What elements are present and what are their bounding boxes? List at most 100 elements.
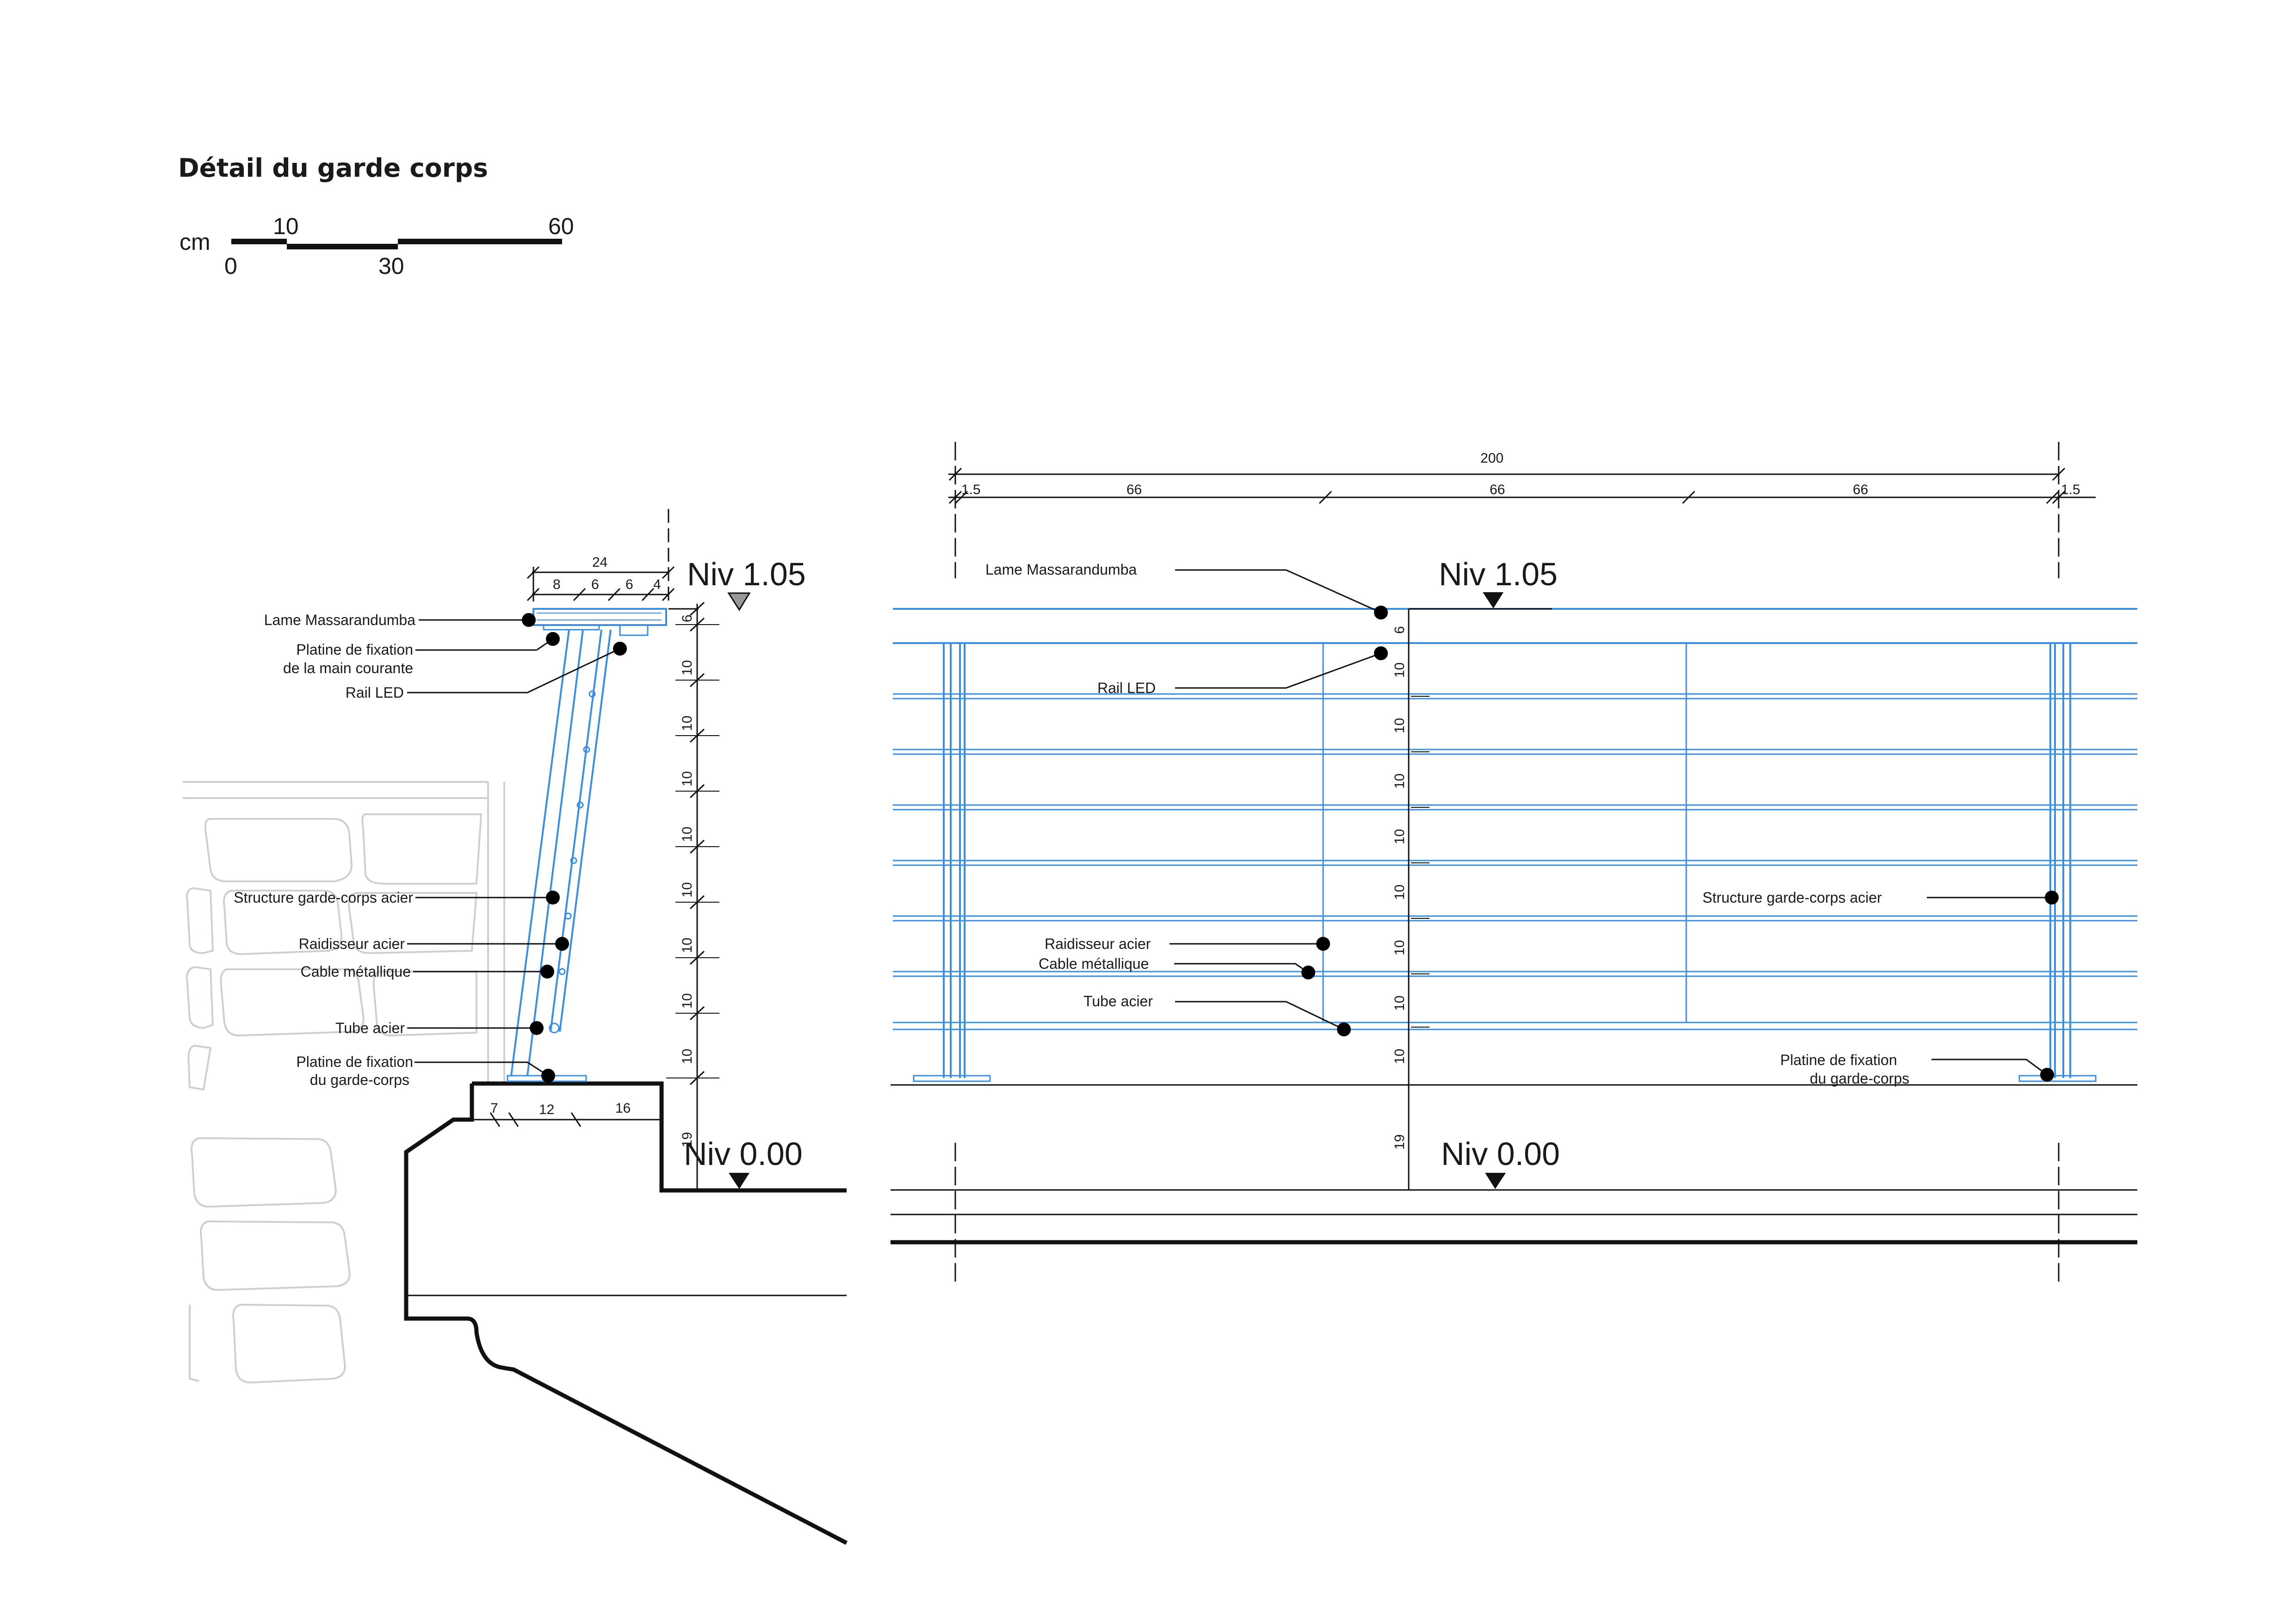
posts (943, 643, 2071, 1078)
label-lame: Lame Massarandumba (264, 612, 415, 628)
elev-label-platine-1: Platine de fixation (1780, 1052, 1897, 1068)
elev-dot-rail (1374, 646, 1388, 660)
section-callouts (407, 613, 627, 1083)
elev-label-rail: Rail LED (1097, 680, 1156, 696)
vdim-10-4: 10 (680, 827, 695, 842)
section-railing (507, 608, 667, 1082)
callout-dot-structure (546, 891, 560, 904)
dim-part-66-3: 66 (1853, 482, 1868, 497)
callout-dot-rail (613, 642, 627, 656)
elev-level-bottom-marker (1485, 1173, 1506, 1189)
level-bottom-label: Niv 0.00 (684, 1136, 803, 1172)
elev-dot-lame (1374, 606, 1388, 619)
vdim-10-2: 10 (680, 716, 695, 731)
led-rail (619, 624, 649, 636)
callout-dot-platine-main (546, 632, 560, 646)
callout-dot-platine-gc (541, 1069, 555, 1083)
elev-label-platine-2: du garde-corps (1810, 1070, 1909, 1087)
label-platine-main-2: de la main courante (283, 660, 413, 676)
section-dims-top: 24 8 6 6 4 (526, 509, 675, 606)
dim-total-200: 200 (1480, 451, 1504, 466)
elev-label-lame: Lame Massarandumba (985, 561, 1137, 578)
label-platine-gc-2: du garde-corps (310, 1072, 409, 1088)
elevation-view: 200 1.5 66 66 66 1.5 (891, 442, 2137, 1282)
evdim-10-1: 10 (1392, 663, 1407, 678)
vdim-19: 19 (680, 1132, 695, 1147)
evdim-6: 6 (1392, 626, 1407, 634)
callout-dot-raidisseur (555, 937, 569, 951)
dim-part-1-5-right: 1.5 (2061, 482, 2080, 497)
label-platine-main-1: Platine de fixation (296, 641, 413, 658)
dim-base-16: 16 (615, 1101, 631, 1116)
handrail-wood-section (532, 608, 667, 626)
scale-tick-30: 30 (378, 253, 404, 279)
elev-label-raidisseur: Raidisseur acier (1045, 935, 1151, 952)
elev-level-top-label: Niv 1.05 (1439, 556, 1558, 592)
raidisseurs (1322, 643, 1687, 1022)
stone-wall (183, 781, 505, 1384)
dim-top-6b: 6 (625, 577, 633, 592)
vdim-10-3: 10 (680, 771, 695, 787)
dim-top-8: 8 (553, 577, 561, 592)
elev-label-cable: Cable métallique (1039, 955, 1149, 972)
dim-top-4: 4 (653, 577, 661, 592)
cables (893, 693, 2137, 1030)
evdim-10-2: 10 (1392, 718, 1407, 733)
level-bottom-marker (729, 1173, 749, 1189)
evdim-10-8: 10 (1392, 1049, 1407, 1064)
elevation-callouts (1170, 569, 2059, 1082)
dim-part-66-2: 66 (1490, 482, 1505, 497)
evdim-10-7: 10 (1392, 996, 1407, 1011)
plate-left (913, 1075, 991, 1082)
scale-bar: cm 10 60 0 30 (179, 213, 574, 279)
elevation-slab (891, 1084, 2137, 1282)
elev-label-structure: Structure garde-corps acier (1702, 889, 1882, 906)
vdim-10-8: 10 (680, 1049, 695, 1064)
tube (549, 1022, 560, 1034)
dim-top-24: 24 (592, 555, 607, 570)
slab-outline: 7 12 16 (404, 1081, 848, 1545)
label-rail: Rail LED (346, 684, 404, 701)
elev-dot-raidisseur (1316, 937, 1330, 951)
label-tube: Tube acier (335, 1020, 405, 1036)
scale-tick-10: 10 (273, 213, 299, 239)
dim-base-7: 7 (490, 1101, 498, 1116)
elev-dot-tube (1337, 1022, 1351, 1036)
callout-dot-cable (540, 965, 554, 979)
elev-level-top-marker (1483, 592, 1504, 608)
elevation-dims-vertical: 6 10 10 10 10 10 10 10 10 19 (1392, 608, 1552, 1190)
label-cable: Cable métallique (301, 963, 411, 980)
evdim-10-6: 10 (1392, 940, 1407, 955)
elevation-dims-top: 200 1.5 66 66 66 1.5 (948, 442, 2096, 578)
vdim-10-7: 10 (680, 993, 695, 1009)
elevation-railing (893, 608, 2137, 1082)
section-view: 7 12 16 (183, 509, 848, 1545)
level-top-label: Niv 1.05 (687, 556, 806, 592)
label-platine-gc-1: Platine de fixation (296, 1053, 413, 1070)
vdim-6: 6 (680, 614, 695, 622)
drawing-title: Détail du garde corps (178, 153, 488, 183)
dim-base-12: 12 (539, 1102, 554, 1117)
elev-dot-structure (2045, 891, 2059, 904)
callout-dot-lame (522, 613, 536, 627)
evdim-19: 19 (1392, 1134, 1407, 1150)
elev-dot-platine (2040, 1068, 2054, 1082)
dim-part-1-5-left: 1.5 (961, 482, 981, 497)
scale-tick-0: 0 (224, 253, 237, 279)
evdim-10-4: 10 (1392, 829, 1407, 844)
structure-post (510, 629, 570, 1076)
callout-dot-tube (530, 1021, 544, 1035)
elev-dot-cable (1301, 966, 1315, 979)
elev-label-tube: Tube acier (1083, 993, 1153, 1010)
section-dims-vertical: 6 10 10 10 10 10 10 10 10 19 (666, 601, 719, 1190)
level-top-marker (727, 592, 751, 611)
scale-unit: cm (179, 229, 210, 255)
scale-tick-60: 60 (548, 213, 574, 239)
vdim-10-6: 10 (680, 938, 695, 953)
evdim-10-3: 10 (1392, 774, 1407, 789)
plate-right (2018, 1075, 2097, 1082)
dim-top-6a: 6 (591, 577, 599, 592)
label-structure: Structure garde-corps acier (234, 889, 413, 906)
elev-level-bottom-label: Niv 0.00 (1441, 1136, 1560, 1172)
